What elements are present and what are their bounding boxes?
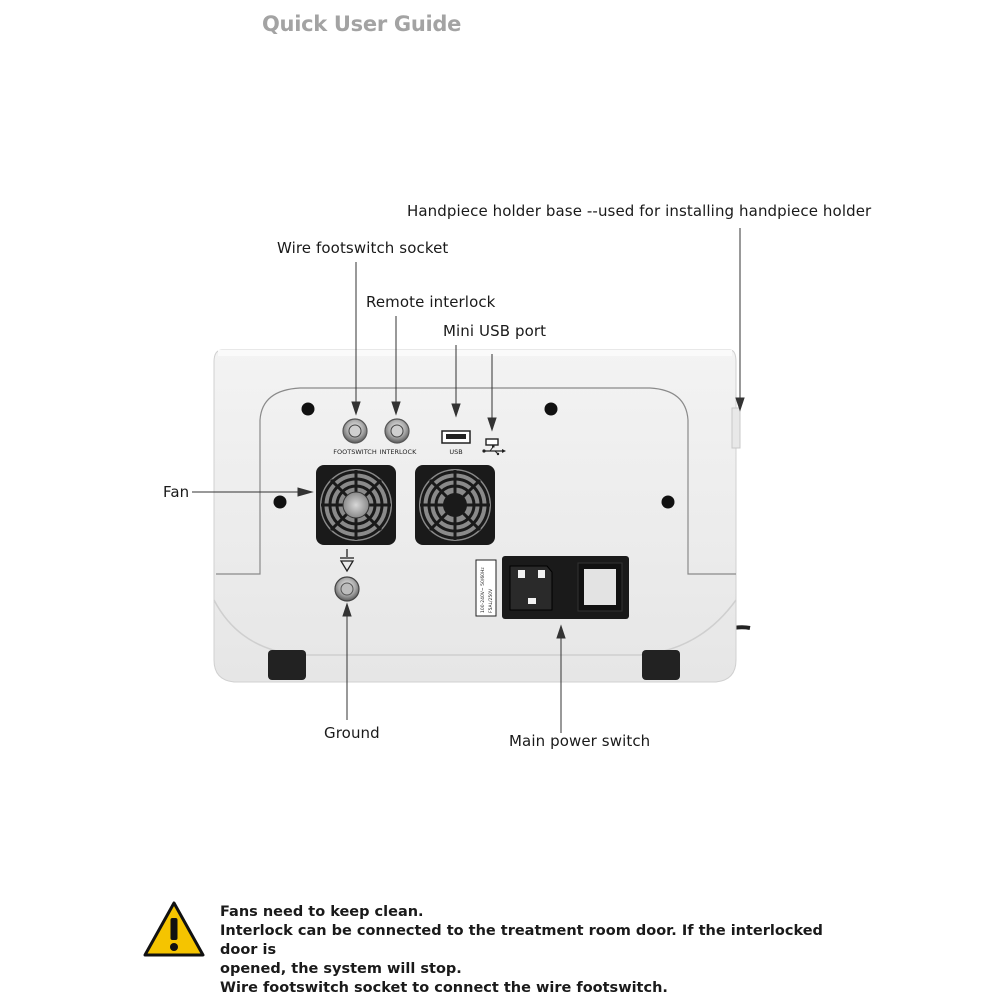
warning-triangle-icon [143, 901, 205, 957]
interlock-socket [384, 418, 410, 444]
fan-right [415, 465, 495, 545]
callout-main-power-switch: Main power switch [509, 732, 651, 750]
power-rating-label: 100-240V~ 50/60Hz F5AL/250V [475, 559, 497, 617]
left-foot [268, 650, 306, 680]
note-line: opened, the system will stop. [220, 961, 462, 977]
note-line: Interlock can be connected to the treatm… [220, 923, 823, 958]
interlock-label: INTERLOCK [380, 448, 417, 456]
power-rating-line-2: F5AL/250V [488, 588, 494, 613]
handpiece-holder-base [731, 407, 741, 449]
usb-label: USB [449, 448, 462, 456]
screw [661, 495, 675, 509]
ground-symbol-icon [339, 549, 355, 573]
usb-port [441, 430, 471, 444]
rear-panel-outline [216, 387, 736, 575]
callout-mini-usb-port: Mini USB port [443, 322, 547, 340]
power-rating-line-1: 100-240V~ 50/60Hz [480, 567, 486, 613]
callout-wire-footswitch-socket: Wire footswitch socket [277, 239, 449, 257]
callout-handpiece-holder-base: Handpiece holder base --used for install… [407, 202, 872, 220]
callout-fan: Fan [163, 483, 190, 501]
main-power-module [502, 556, 629, 619]
note-line: Wire footswitch socket to connect the wi… [220, 980, 668, 996]
page-title: Quick User Guide [262, 12, 462, 36]
callout-remote-interlock: Remote interlock [366, 293, 496, 311]
power-switch [577, 562, 623, 612]
screw [544, 402, 558, 416]
right-foot [642, 650, 680, 680]
ground-terminal [334, 576, 360, 602]
screw [273, 495, 287, 509]
warning-notes: Fans need to keep clean. Interlock can b… [220, 903, 860, 998]
usb-symbol-icon [482, 445, 506, 456]
power-inlet [509, 565, 553, 611]
footswitch-label: FOOTSWITCH [333, 448, 377, 456]
note-line: Fans need to keep clean. [220, 904, 424, 920]
mini-usb-port [485, 438, 499, 446]
footswitch-socket [342, 418, 368, 444]
fan-left [316, 465, 396, 545]
callout-ground: Ground [324, 724, 380, 742]
screw [301, 402, 315, 416]
